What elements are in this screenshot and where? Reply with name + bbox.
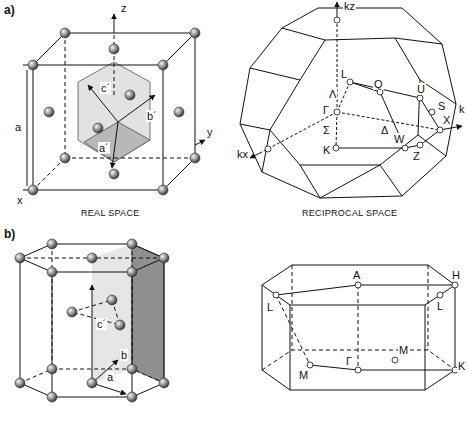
axis-label: y (206, 126, 214, 138)
axis-label: x (16, 194, 24, 206)
point-label: U (416, 83, 426, 95)
axis-label: z (120, 2, 128, 14)
panel-label: a) (3, 4, 16, 16)
axis-label: kx (236, 148, 249, 160)
point-label: X (442, 114, 451, 126)
line-label: Δ (380, 124, 389, 136)
line-label: Λ (328, 88, 337, 100)
point-label: L (436, 300, 444, 312)
point-label: W (393, 133, 405, 145)
point-label: L (340, 68, 348, 80)
axis-label: kz (343, 0, 356, 12)
section-caption: RECIPROCAL SPACE (301, 207, 398, 219)
vector-label: c´ (96, 318, 107, 330)
vector-label: a´ (98, 142, 110, 154)
vector-label: b (120, 349, 128, 361)
point-label: Z (412, 150, 421, 162)
point-label: S (437, 100, 446, 112)
vector-label: c´ (100, 82, 111, 94)
point-label: H (451, 269, 461, 281)
point-label: Γ (322, 104, 330, 116)
line-label: Σ (322, 124, 331, 136)
point-label: L (266, 301, 274, 313)
point-label: Γ (345, 355, 353, 367)
vector-label: a (106, 371, 114, 383)
vector-label: b´ (146, 110, 158, 122)
point-label: M (398, 344, 409, 356)
point-label: Q (373, 78, 384, 90)
lattice-constant: a (14, 121, 22, 133)
point-label: M (298, 369, 309, 381)
panel-label: b) (3, 228, 16, 240)
section-caption: REAL SPACE (80, 207, 141, 219)
axis-label: k (458, 103, 466, 115)
point-label: K (457, 360, 466, 372)
point-label: A (352, 269, 361, 281)
point-label: K (322, 144, 331, 156)
